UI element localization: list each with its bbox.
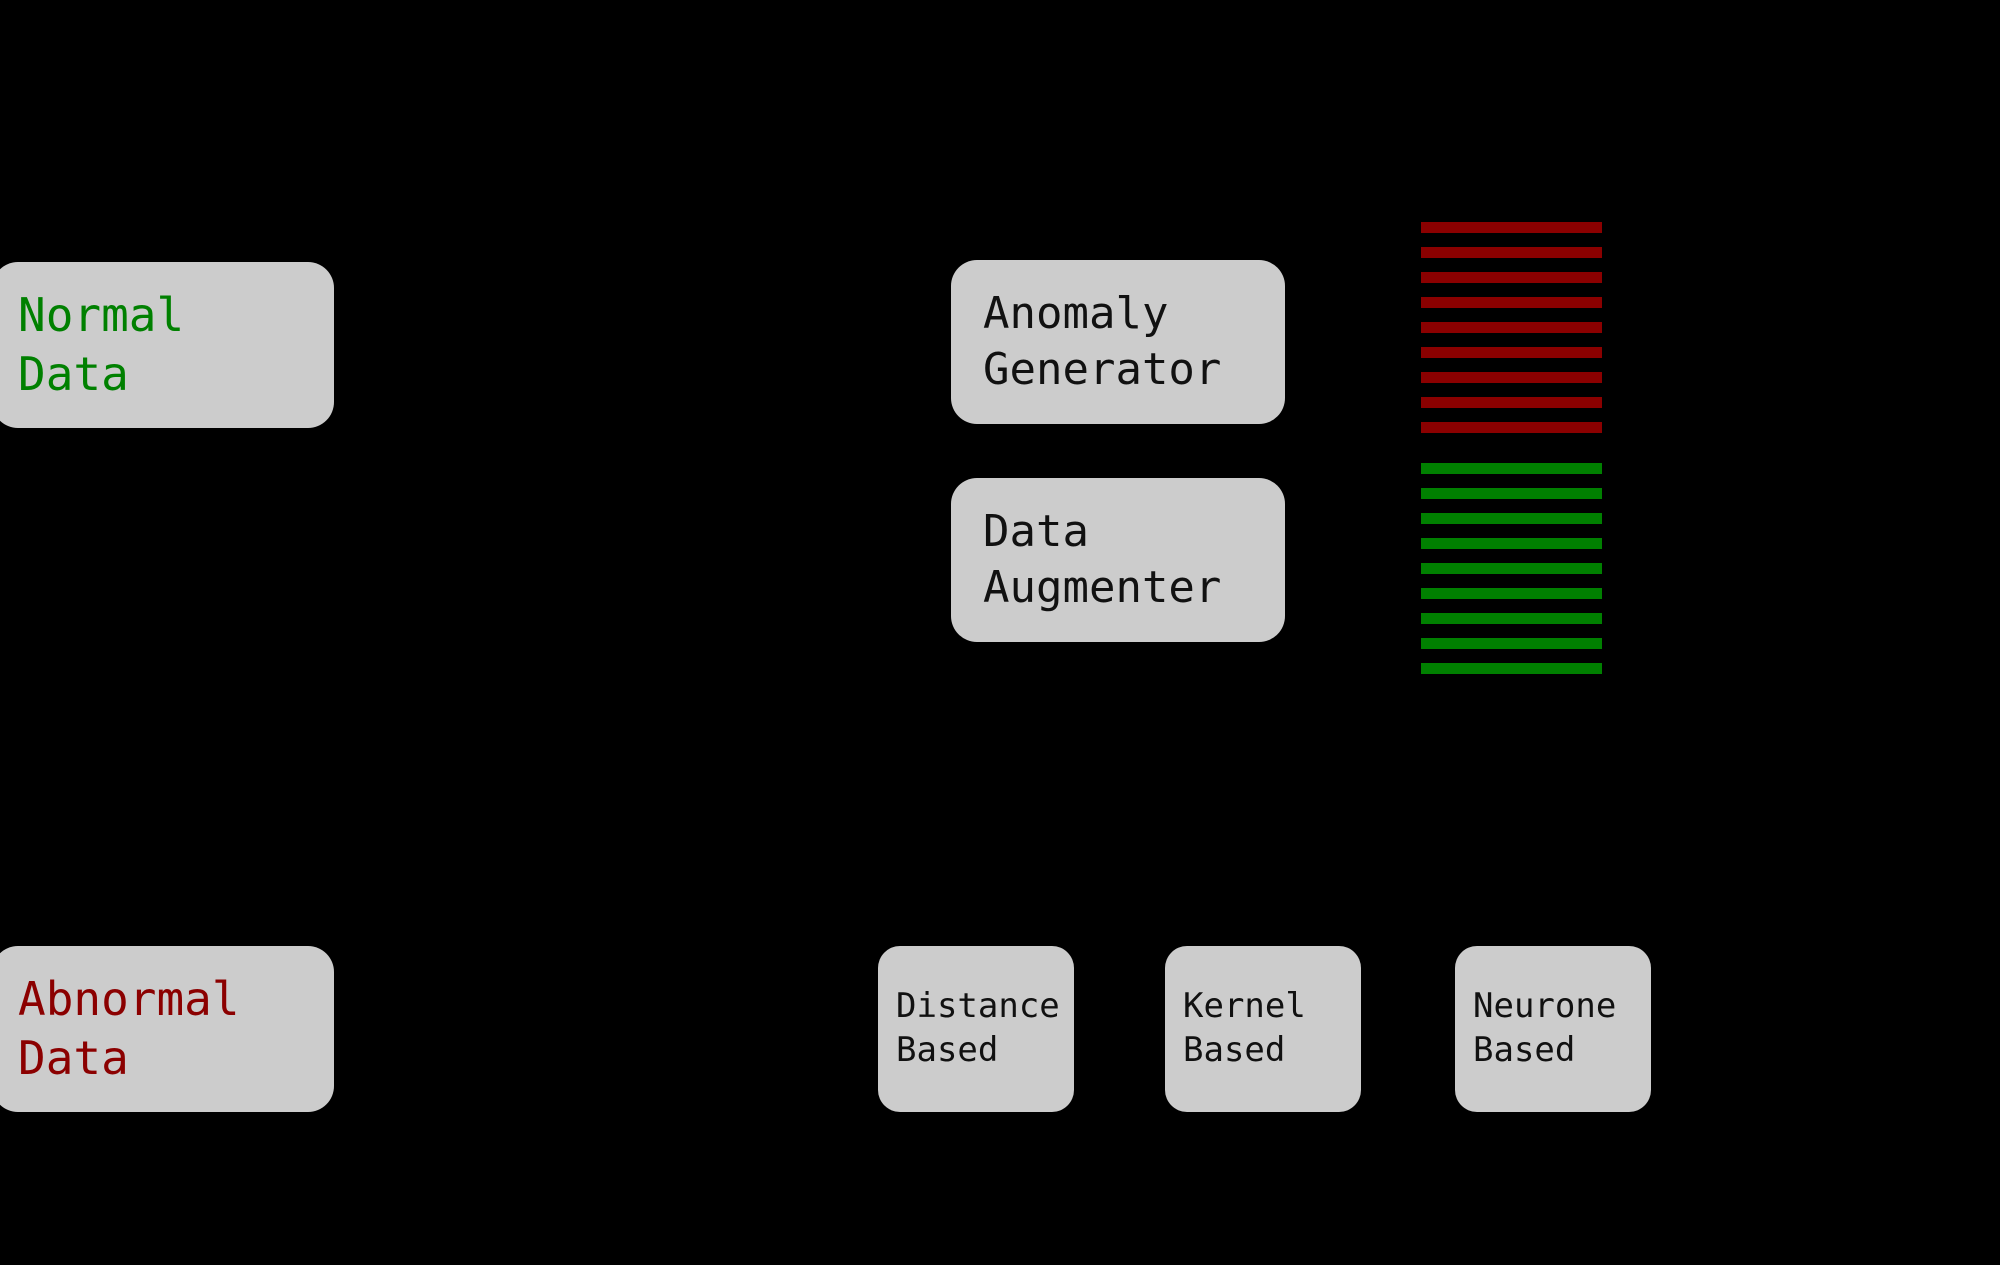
abnormal-sample-bar bbox=[1421, 397, 1602, 408]
normal-sample-bar bbox=[1421, 488, 1602, 499]
distance-based-box[interactable]: Distance Based bbox=[878, 946, 1074, 1112]
abnormal-sample-bar bbox=[1421, 272, 1602, 283]
distance-based-label-line2: Based bbox=[896, 1030, 999, 1070]
abnormal-data-label-line2: Data bbox=[18, 1031, 129, 1085]
normal-sample-bar bbox=[1421, 538, 1602, 549]
anomaly-generator-label-line1: Anomaly bbox=[983, 287, 1169, 339]
neurone-based-label-line2: Based bbox=[1473, 1030, 1576, 1070]
normal-data-label-line2: Data bbox=[18, 347, 129, 401]
normal-sample-bar bbox=[1421, 463, 1602, 474]
kernel-based-label-line2: Based bbox=[1183, 1030, 1286, 1070]
data-augmenter-label-line1: Data bbox=[983, 505, 1089, 557]
abnormal-sample-bar bbox=[1421, 222, 1602, 233]
anomaly-generator-box[interactable]: Anomaly Generator bbox=[951, 260, 1285, 424]
abnormal-sample-bar bbox=[1421, 372, 1602, 383]
abnormal-sample-bar bbox=[1421, 347, 1602, 358]
abnormal-sample-bar bbox=[1421, 322, 1602, 333]
normal-data-label-line1: Normal bbox=[18, 288, 185, 343]
normal-sample-bar bbox=[1421, 613, 1602, 624]
abnormal-sample-bar bbox=[1421, 297, 1602, 308]
kernel-based-label-line1: Kernel bbox=[1183, 986, 1306, 1027]
abnormal-data-label-line1: Abnormal bbox=[18, 972, 240, 1027]
normal-data-box[interactable]: Normal Data bbox=[0, 262, 334, 428]
data-augmenter-label-line2: Augmenter bbox=[983, 562, 1222, 613]
neurone-based-label-line1: Neurone bbox=[1473, 986, 1617, 1027]
normal-sample-bar bbox=[1421, 638, 1602, 649]
data-augmenter-box[interactable]: Data Augmenter bbox=[951, 478, 1285, 642]
distance-based-label-line1: Distance bbox=[896, 986, 1060, 1027]
generated-samples-bar-stack bbox=[1421, 222, 1602, 682]
neurone-based-box[interactable]: Neurone Based bbox=[1455, 946, 1651, 1112]
normal-sample-bar bbox=[1421, 513, 1602, 524]
normal-sample-bar bbox=[1421, 663, 1602, 674]
abnormal-sample-bar bbox=[1421, 247, 1602, 258]
normal-sample-bar bbox=[1421, 588, 1602, 599]
anomaly-generator-label-line2: Generator bbox=[983, 344, 1222, 395]
normal-sample-bar bbox=[1421, 563, 1602, 574]
abnormal-sample-bar bbox=[1421, 422, 1602, 433]
abnormal-data-box[interactable]: Abnormal Data bbox=[0, 946, 334, 1112]
kernel-based-box[interactable]: Kernel Based bbox=[1165, 946, 1361, 1112]
